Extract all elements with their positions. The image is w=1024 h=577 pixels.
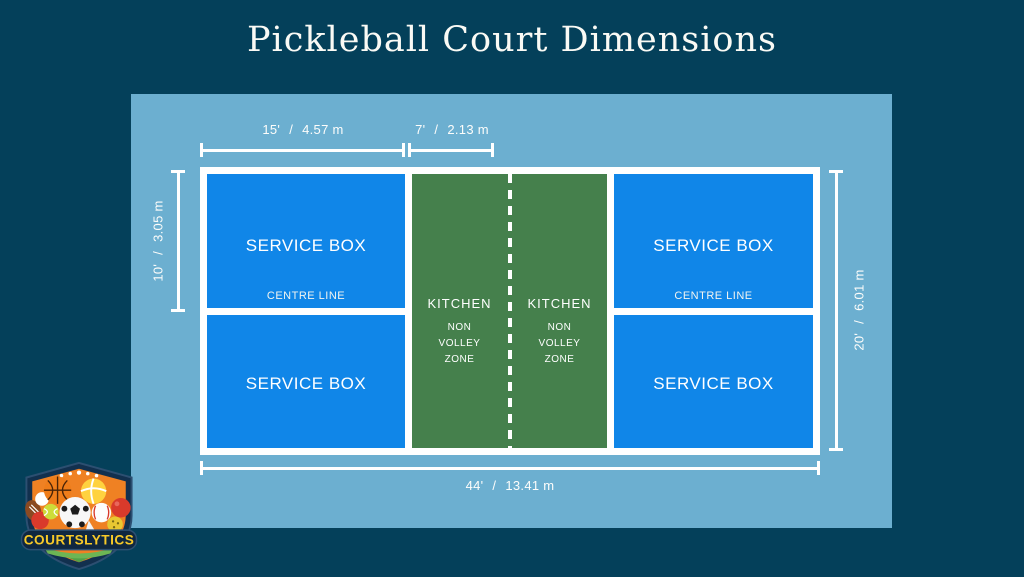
dimension-label-kitchen-depth: 7'/2.13 m bbox=[415, 122, 489, 137]
dimension-line-kitchen-depth bbox=[408, 143, 494, 157]
service-box-top-left: SERVICE BOX CENTRE LINE bbox=[207, 174, 405, 308]
centre-line-label: CENTRE LINE bbox=[266, 290, 346, 302]
dimension-label-full-width: 20'/6.01 m bbox=[851, 269, 867, 351]
kitchen-label: KITCHEN bbox=[527, 296, 592, 311]
kitchen-sub-line: ZONE bbox=[544, 354, 575, 365]
dimension-line-full-length bbox=[200, 461, 820, 475]
logo-brand-text: COURTSLYTICS bbox=[24, 533, 135, 548]
kitchen-sub-line: ZONE bbox=[444, 354, 475, 365]
dimension-line-half-width bbox=[171, 170, 185, 312]
service-box-top-right: SERVICE BOX CENTRE LINE bbox=[614, 174, 813, 308]
service-box-label: SERVICE BOX bbox=[245, 236, 367, 256]
dimension-line-full-width bbox=[829, 170, 843, 451]
kitchen-sub-line: NON bbox=[547, 322, 572, 333]
kitchen-sub-line: VOLLEY bbox=[538, 338, 581, 349]
kitchen-label: KITCHEN bbox=[427, 296, 492, 311]
service-box-label: SERVICE BOX bbox=[653, 374, 774, 394]
service-box-bottom-left: SERVICE BOX bbox=[207, 315, 405, 448]
courtslytics-logo: COURTSLYTICS bbox=[20, 460, 138, 572]
service-box-bottom-right: SERVICE BOX bbox=[614, 315, 813, 448]
kitchen-sub-line: NON bbox=[447, 322, 472, 333]
pickleball-court: SERVICE BOX CENTRE LINE SERVICE BOX SERV… bbox=[200, 167, 820, 455]
centre-line-label: CENTRE LINE bbox=[674, 290, 753, 302]
dimension-label-service-area-width: 15'/4.57 m bbox=[262, 122, 344, 137]
net-centre-dashed-line bbox=[507, 174, 512, 448]
dimension-label-half-width: 10'/3.05 m bbox=[150, 200, 166, 282]
dimension-label-full-length: 44'/13.41 m bbox=[465, 478, 555, 493]
kitchen-non-volley-zone: KITCHEN NON VOLLEY ZONE KITCHEN NON VOLL… bbox=[412, 174, 607, 448]
service-box-label: SERVICE BOX bbox=[245, 374, 367, 394]
service-box-label: SERVICE BOX bbox=[653, 236, 774, 256]
logo-shield-icon: COURTSLYTICS bbox=[20, 461, 138, 571]
dimension-line-service-area-width bbox=[200, 143, 405, 157]
kitchen-left: KITCHEN NON VOLLEY ZONE bbox=[412, 296, 507, 368]
kitchen-sub-line: VOLLEY bbox=[438, 338, 481, 349]
page-title: Pickleball Court Dimensions bbox=[247, 20, 777, 60]
kitchen-right: KITCHEN NON VOLLEY ZONE bbox=[512, 296, 607, 368]
